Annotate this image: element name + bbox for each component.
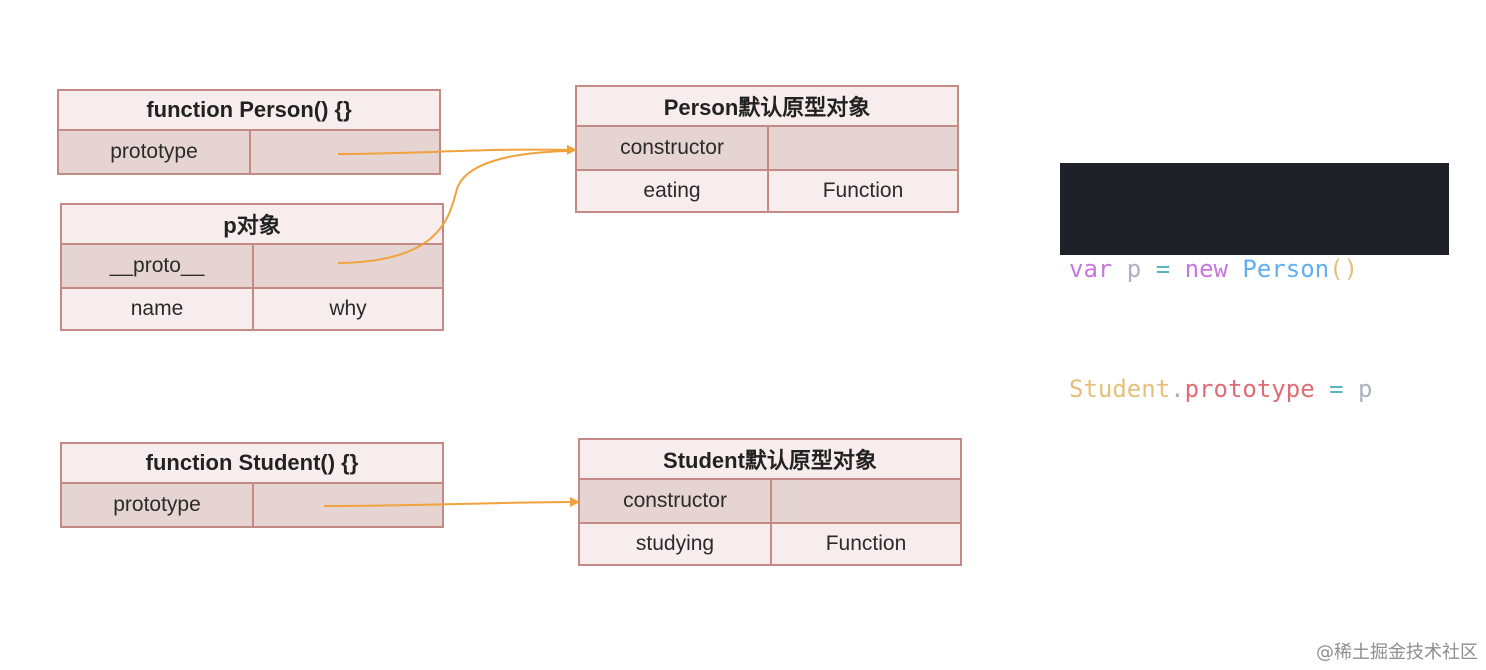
code-parens: ()	[1329, 255, 1359, 283]
person-prototype-object-box: Person默认原型对象 constructor eating Function	[575, 85, 959, 213]
code-line-2: Student.prototype = p	[1069, 369, 1440, 409]
person-prototype-row: prototype	[59, 131, 439, 173]
code-dot: .	[1170, 375, 1185, 403]
student-studying-label: studying	[635, 532, 715, 555]
p-object-title: p对象	[62, 205, 442, 245]
code-snippet: var p = new Person() Student.prototype =…	[1060, 163, 1449, 403]
p-proto-label: __proto__	[109, 254, 205, 277]
p-name-row: name why	[62, 287, 442, 329]
person-constructor-label: constructor	[620, 136, 724, 159]
student-function-title: function Student() {}	[62, 444, 442, 484]
code-assign-op: =	[1155, 255, 1171, 283]
person-prototype-value	[249, 131, 439, 173]
student-prototype-row: prototype	[62, 484, 442, 526]
watermark: @稀土掘金技术社区	[1316, 642, 1478, 663]
person-constructor-row: constructor	[577, 127, 957, 169]
code-var-name: p	[1112, 255, 1156, 283]
person-function-title: function Person() {}	[59, 91, 439, 131]
code-new-keyword: new	[1170, 255, 1243, 283]
student-prototype-value	[252, 484, 442, 526]
person-eating-row: eating Function	[577, 169, 957, 211]
student-prototype-object-box: Student默认原型对象 constructor studying Funct…	[578, 438, 962, 566]
student-studying-value: Function	[770, 524, 960, 564]
code-student-object: Student	[1069, 375, 1171, 403]
person-eating-value: Function	[767, 171, 957, 211]
code-p-value: p	[1358, 375, 1373, 403]
person-function-box: function Person() {} prototype	[57, 89, 441, 175]
code-assign-op-2: =	[1314, 375, 1359, 403]
p-name-label: name	[130, 297, 184, 320]
student-constructor-value	[770, 480, 960, 522]
code-line-1: var p = new Person()	[1069, 249, 1440, 289]
code-class-name: Person	[1242, 255, 1330, 283]
student-function-box: function Student() {} prototype	[60, 442, 444, 528]
code-var-keyword: var	[1069, 255, 1113, 283]
student-studying-row: studying Function	[580, 522, 960, 564]
p-name-value: why	[252, 289, 442, 329]
person-eating-label: eating	[643, 179, 701, 202]
student-prototype-label: prototype	[113, 493, 201, 516]
person-constructor-value	[767, 127, 957, 169]
p-proto-row: __proto__	[62, 245, 442, 287]
student-constructor-row: constructor	[580, 480, 960, 522]
person-prototype-label: prototype	[110, 140, 198, 163]
student-prototype-object-title: Student默认原型对象	[580, 440, 960, 480]
student-constructor-label: constructor	[623, 489, 727, 512]
code-prototype-prop: prototype	[1184, 375, 1315, 403]
p-object-box: p对象 __proto__ name why	[60, 203, 444, 331]
person-prototype-object-title: Person默认原型对象	[577, 87, 957, 127]
p-proto-value	[252, 245, 442, 287]
